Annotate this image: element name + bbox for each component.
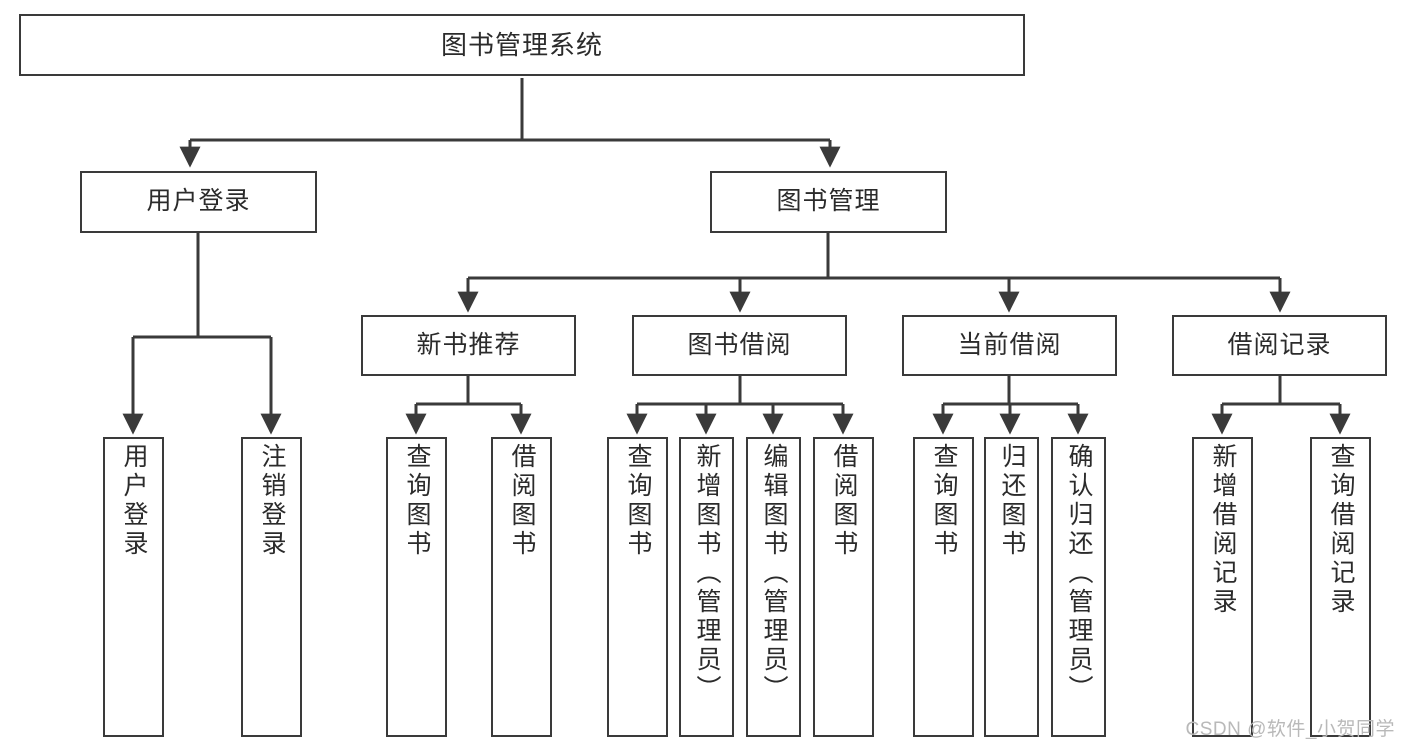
node-label: 借阅图书 xyxy=(508,443,536,559)
node-label: 查询借阅记录 xyxy=(1327,443,1355,617)
node-label: 注销登录 xyxy=(258,443,286,559)
leaf-borrow-book-borrow[interactable]: 借阅图书 xyxy=(813,437,874,737)
watermark-text: CSDN @软件_小贺同学 xyxy=(1185,719,1395,740)
node-label: 查询图书 xyxy=(624,443,652,559)
node-borrow-record[interactable]: 借阅记录 xyxy=(1172,315,1387,376)
leaf-query-book-current[interactable]: 查询图书 xyxy=(913,437,974,737)
node-label: 编辑图书（管理员） xyxy=(760,443,788,704)
node-label: 新增图书（管理员） xyxy=(693,443,721,704)
leaf-return-book[interactable]: 归还图书 xyxy=(984,437,1039,737)
node-label: 查询图书 xyxy=(930,443,958,559)
node-root-system[interactable]: 图书管理系统 xyxy=(19,14,1025,76)
node-label: 确认归还（管理员） xyxy=(1065,443,1093,704)
leaf-query-borrow-record[interactable]: 查询借阅记录 xyxy=(1310,437,1371,737)
node-label: 当前借阅 xyxy=(957,330,1062,359)
leaf-query-book-borrow[interactable]: 查询图书 xyxy=(607,437,668,737)
node-new-book-recommend[interactable]: 新书推荐 xyxy=(361,315,576,376)
node-label: 图书管理系统 xyxy=(440,29,603,60)
leaf-add-book-admin[interactable]: 新增图书（管理员） xyxy=(679,437,734,737)
leaf-edit-book-admin[interactable]: 编辑图书（管理员） xyxy=(746,437,801,737)
node-label: 新增借阅记录 xyxy=(1209,443,1237,617)
node-label: 图书借阅 xyxy=(687,330,792,359)
leaf-add-borrow-record[interactable]: 新增借阅记录 xyxy=(1192,437,1253,737)
leaf-borrow-book-recommend[interactable]: 借阅图书 xyxy=(491,437,552,737)
node-label: 图书管理 xyxy=(776,187,881,216)
node-label: 用户登录 xyxy=(120,443,148,559)
leaf-logout[interactable]: 注销登录 xyxy=(241,437,302,737)
node-book-management[interactable]: 图书管理 xyxy=(710,171,947,233)
node-book-borrow[interactable]: 图书借阅 xyxy=(632,315,847,376)
leaf-user-login[interactable]: 用户登录 xyxy=(103,437,164,737)
node-label: 查询图书 xyxy=(403,443,431,559)
node-user-login[interactable]: 用户登录 xyxy=(80,171,317,233)
node-label: 归还图书 xyxy=(998,443,1026,559)
leaf-confirm-return-admin[interactable]: 确认归还（管理员） xyxy=(1051,437,1106,737)
node-current-borrow[interactable]: 当前借阅 xyxy=(902,315,1117,376)
node-label: 用户登录 xyxy=(146,187,251,216)
leaf-query-book-recommend[interactable]: 查询图书 xyxy=(386,437,447,737)
node-label: 借阅图书 xyxy=(830,443,858,559)
node-label: 借阅记录 xyxy=(1227,330,1332,359)
node-label: 新书推荐 xyxy=(416,330,521,359)
